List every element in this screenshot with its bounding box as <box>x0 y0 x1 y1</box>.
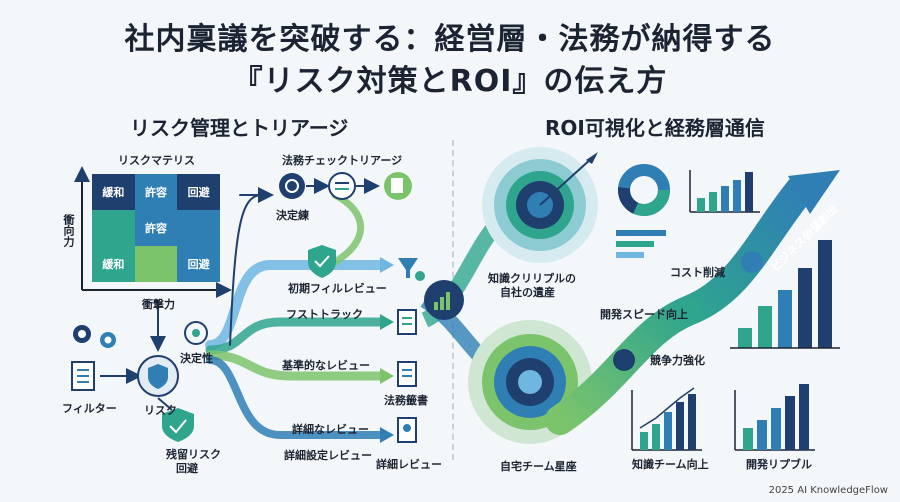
matrix-cell: 回避 <box>177 246 220 282</box>
competitive-label: 競争力強化 <box>650 354 705 367</box>
matrix-axes <box>74 166 232 298</box>
legal-check-label: 法務チェックトリアージ <box>282 154 403 167</box>
chart-dev-ripple <box>734 384 815 451</box>
right-section-heading: ROI可視化と経務層通信 <box>545 116 765 140</box>
title-line-1: 社内稟議を突破する：経営層・法務が納得する <box>124 22 776 57</box>
matrix-cell: 緩和 <box>92 174 135 210</box>
matrix-cell <box>92 210 135 246</box>
dev-speed-label: 開発スピード向上 <box>600 308 688 321</box>
matrix-cell <box>177 210 220 246</box>
legal-check-icons <box>279 172 412 200</box>
shield-icon-filter <box>308 245 336 278</box>
legal-doc-label: 法務籤書 <box>384 394 428 407</box>
matrix-y-axis-label: 衝向力 <box>62 214 75 247</box>
home-team-label: 自宅チーム星座 <box>500 460 577 473</box>
horizontal-bars <box>616 230 666 258</box>
decidability-label: 決定性 <box>180 352 213 365</box>
matrix-cell: 許容 <box>134 174 178 210</box>
filter-label: フィルター <box>62 402 117 415</box>
detailed-review-output-label: 詳細レビュー <box>376 458 442 471</box>
matrix-label: リスクマテリス <box>118 154 195 167</box>
cost-cut-label: コスト削減 <box>670 266 725 279</box>
ribbon-arrowheads <box>380 257 394 443</box>
chart-knowledge-team <box>631 387 702 451</box>
left-output-icons <box>397 258 425 443</box>
knowledge-team-label: 知識チーム向上 <box>632 458 709 471</box>
dev-ripple-label: 開発リプブル <box>746 458 812 471</box>
mini-bar-chart-top <box>689 170 760 213</box>
left-section-heading: リスク管理とトリアージ <box>130 116 349 140</box>
donut-chart <box>618 164 670 216</box>
detailed-review-label: 詳細なレビュー <box>292 423 369 436</box>
growth-nodes <box>613 251 763 371</box>
big-bar-chart <box>730 240 840 349</box>
left-input-icons <box>71 300 208 442</box>
title-line-2: 『リスク対策とROI』の伝え方 <box>232 64 668 99</box>
risk-label: リスク <box>144 404 177 417</box>
flow-ribbons <box>205 187 385 439</box>
basic-review-label: 基準的なレビュー <box>282 359 370 372</box>
target-upper <box>482 147 598 263</box>
avoid-label: 回避 <box>176 462 198 475</box>
risk-matrix: 緩和 許容 回避 許容 緩和 回避 <box>92 174 220 282</box>
residual-risk-label: 残留リスク <box>166 448 221 461</box>
matrix-cell: 回避 <box>177 174 220 210</box>
ripple-label-2: 自社の遺産 <box>500 286 555 299</box>
matrix-cell <box>134 246 178 282</box>
matrix-x-axis-label: 衝撃力 <box>142 298 175 311</box>
detailed-setting-review-label: 詳細設定レビュー <box>284 449 372 462</box>
initial-filter-label: 初期フィルレビュー <box>288 282 387 295</box>
decision-label: 決定練 <box>276 209 309 222</box>
fast-track-label: フストトラック <box>286 308 363 321</box>
matrix-cell: 緩和 <box>92 246 135 282</box>
ripple-label: 知識クリリプルの <box>488 272 576 285</box>
footer-credit: 2025 AI KnowledgeFlow <box>768 485 888 496</box>
matrix-cell: 許容 <box>134 210 178 246</box>
